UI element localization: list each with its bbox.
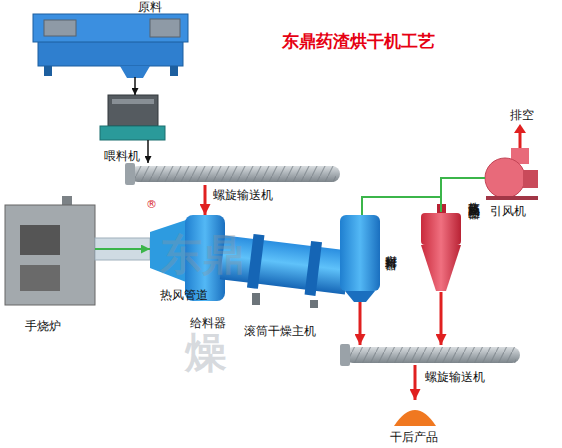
watermark: 燥 [185,330,227,376]
support [310,300,318,308]
equipment-label: 喂料机 [104,149,140,163]
sealed-discharger: 密封排料器 [340,215,380,302]
fan-base [486,196,538,200]
screw-cap [340,344,350,366]
equipment-label: 螺旋输送机 [213,188,273,202]
hand-fired-furnace: 手烧炉 [5,196,95,305]
screw-conveyor: 螺旋输送机 [345,345,520,365]
feeder-hopper [108,95,158,126]
feeder-machine: 喂料机 [100,95,165,140]
flow-connector [359,302,362,345]
flow-connector [440,292,443,345]
feeder-base [100,126,165,140]
drum-ring [305,241,322,296]
equipment-label: 原料 [138,0,162,14]
fan-motor [523,170,538,188]
equipment-label: 引风机 [490,204,526,218]
dried-product: 干后产品 [395,400,435,426]
feeder-stripe [112,99,154,104]
cyclone-cone [421,245,461,291]
fan-housing [485,158,525,198]
drum-ring [247,234,264,289]
exhaust-arrow [519,132,522,148]
equipment-label: 螺旋输送机 [425,370,485,384]
screw-tube [130,166,340,182]
exhaust-arrow-head [514,124,526,133]
motor [44,20,76,36]
flow-connector [441,178,485,212]
machine-frame [38,40,183,66]
furnace-door [20,225,60,255]
flow-connector [147,140,149,163]
raw-material-machine: 原料 [30,12,190,77]
equipment-label: 滚筒干燥主机 [244,324,316,338]
screw-conveyor: 螺旋输送机 [125,163,340,185]
hot-air-duct [95,238,150,260]
flow-connector [95,248,150,250]
equipment-label: 高效旋风除尘器 [467,192,481,199]
discharge-hood [340,215,380,291]
machine-leg [170,66,178,76]
exhaust-label: 排空 [510,108,534,122]
screw-spiral [134,166,336,182]
equipment-label: 手烧炉 [25,319,61,333]
cyclone-outlet [437,204,446,214]
furnace-door [20,265,60,291]
cyclone-body [421,213,461,245]
screw-cap [125,163,135,185]
screw-spiral [349,347,516,363]
machine-leg [44,66,52,76]
equipment-label: 干后产品 [390,430,438,444]
chute [120,66,150,78]
motor [150,19,180,37]
diagram-title: 东鼎药渣烘干机工艺 [282,30,435,53]
edge-label: 热风管道 [160,288,208,302]
furnace-body [5,205,95,305]
machine-top [33,14,188,42]
flow-connector [204,185,207,215]
part-label: 给料器 [190,316,226,330]
support [252,293,260,305]
cyclone-separator: 高效旋风除尘器 [420,212,462,292]
discharge-outlet [345,291,375,302]
registered-mark: ® [146,198,157,211]
product-pile [394,410,436,426]
screw-tube [345,347,520,363]
watermark: 东鼎 [160,232,244,278]
flow-connector [414,365,417,400]
equipment-label: 密封排料器 [384,245,398,250]
flow-connector [134,77,136,95]
flow-connector [362,197,441,215]
induced-draft-fan: 引风机 [485,150,540,198]
